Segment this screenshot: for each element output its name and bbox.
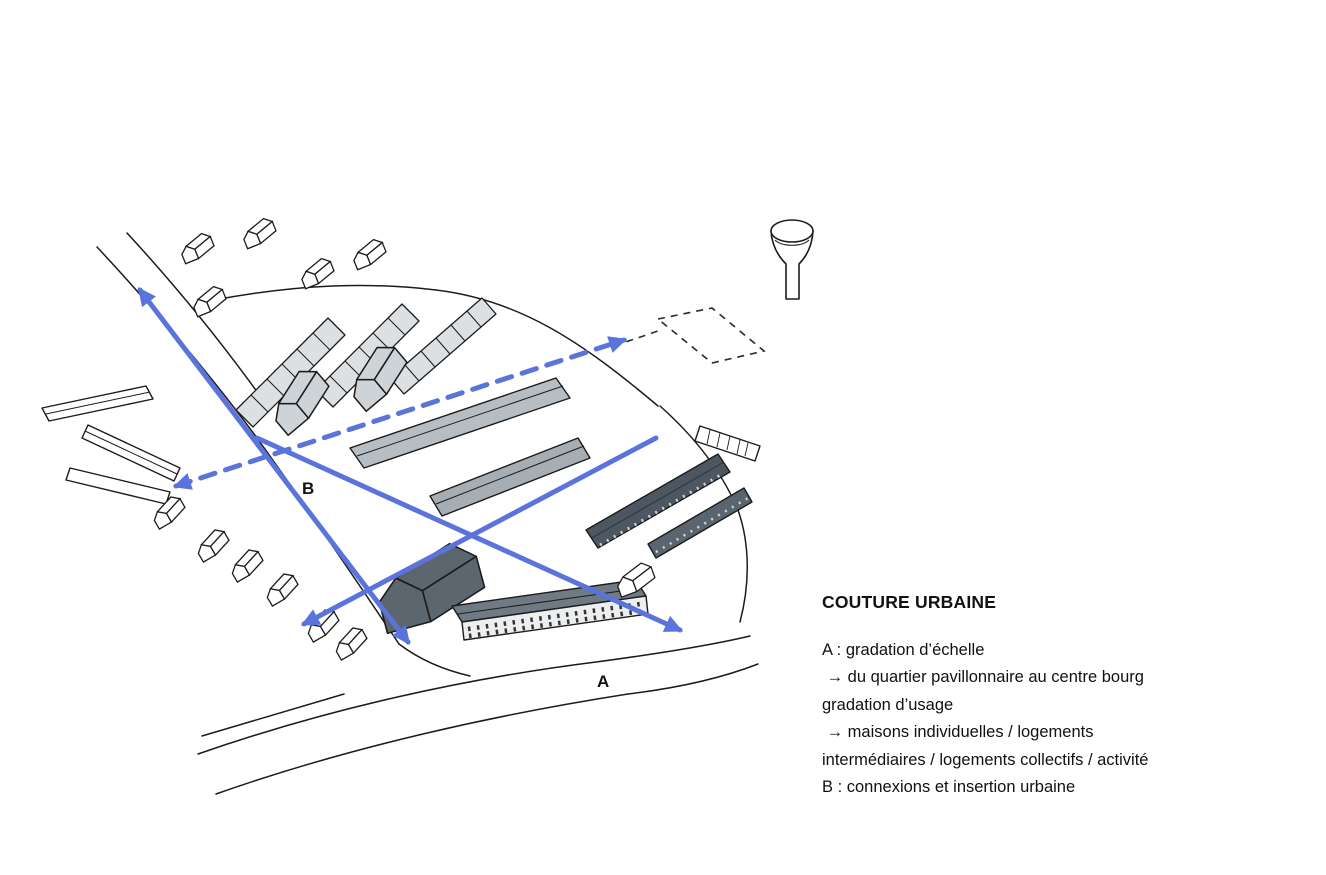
legend-line: intermédiaires / logements collectifs / … — [822, 750, 1149, 769]
house-icon — [188, 283, 229, 318]
legend-line: → du quartier pavillonnaire au centre bo… — [822, 668, 1144, 687]
gray-bar-small — [429, 437, 591, 517]
road-bottom-left-branch — [201, 693, 345, 737]
label-a: A — [597, 672, 609, 691]
house-icon — [225, 545, 267, 583]
detached-houses — [147, 215, 389, 661]
house-icon — [260, 569, 302, 607]
house-icon — [296, 255, 337, 290]
house-icon — [612, 559, 658, 598]
facade-windows — [467, 601, 641, 632]
future-plot-outline — [656, 307, 766, 364]
water-tower-icon — [770, 219, 814, 300]
road-bottom-upper — [197, 635, 751, 755]
house-icon — [348, 236, 389, 271]
dark-bars — [585, 425, 761, 559]
road-connector — [398, 643, 471, 677]
future-plot-dashed — [613, 307, 766, 364]
legend-line: gradation d’usage — [822, 695, 954, 714]
legend-title: COUTURE URBAINE — [822, 592, 997, 612]
flow-arrows — [137, 287, 684, 645]
road-bottom-lower — [215, 663, 759, 795]
road-main-diagonal — [96, 246, 400, 645]
dark-bar-upper — [585, 453, 731, 549]
house-icon — [191, 525, 233, 563]
house-icon — [329, 623, 371, 661]
arrow-dashed-connection — [172, 336, 628, 490]
house-icon — [176, 230, 217, 265]
house-icon — [238, 215, 279, 250]
dark-bar-lower — [647, 487, 753, 559]
existing-long-bars-left — [41, 385, 181, 505]
label-b: B — [302, 479, 314, 498]
legend-line: A : gradation d’échelle — [822, 641, 985, 659]
legend-line: B : connexions et insertion urbaine — [822, 778, 1076, 797]
legend: COUTURE URBAINE A : gradation d’échelle … — [822, 592, 1282, 801]
existing-street-building — [694, 425, 761, 462]
legend-line: → maisons individuelles / logements — [822, 723, 1094, 742]
facade-windows — [468, 608, 643, 639]
